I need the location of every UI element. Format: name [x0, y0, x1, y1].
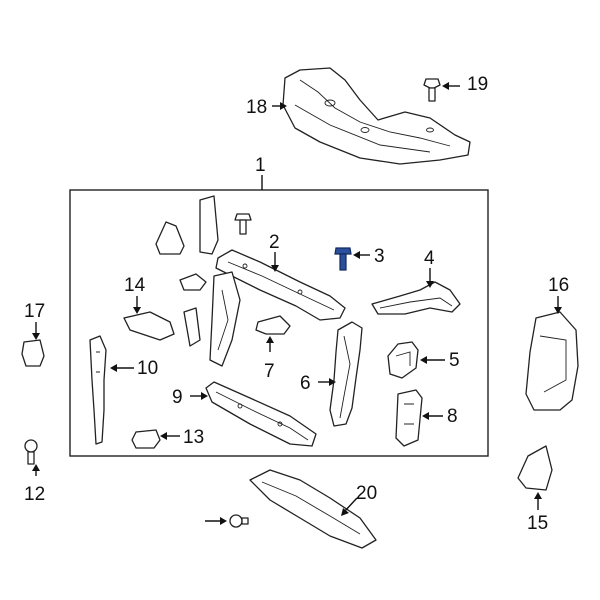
part-18-bolt[interactable] [423, 78, 441, 102]
callout-label-6[interactable]: 6 [300, 373, 311, 394]
callout-label-4[interactable]: 4 [424, 248, 435, 269]
part-upper-brackets-left[interactable] [155, 195, 241, 367]
part-bolt-top[interactable] [234, 213, 252, 235]
callout-label-3[interactable]: 3 [374, 246, 385, 267]
callout-label-19[interactable]: 20 [356, 483, 377, 504]
callout-label-12[interactable]: 13 [183, 427, 204, 448]
callout-label-18[interactable]: 19 [467, 74, 488, 95]
callout-label-15[interactable]: 16 [548, 275, 569, 296]
callout-label-11[interactable]: 12 [24, 484, 45, 505]
part-4-bracket[interactable] [371, 281, 461, 315]
part-5-bracket[interactable] [387, 341, 419, 379]
part-10-side-member[interactable] [89, 335, 107, 445]
callout-label-5[interactable]: 5 [449, 350, 460, 371]
part-11-bolt[interactable] [24, 439, 38, 465]
callout-label-9[interactable]: 9 [172, 387, 183, 408]
callout-label-8[interactable]: 8 [447, 406, 458, 427]
callout-label-1[interactable]: 1 [255, 155, 266, 176]
part-7-bracket[interactable] [255, 315, 291, 335]
part-14-bracket[interactable] [517, 445, 553, 491]
part-9-lower-tie-bar[interactable] [205, 381, 317, 447]
part-17-upper-cover[interactable] [282, 67, 471, 165]
part-15-air-guide[interactable] [525, 311, 579, 411]
part-13-bracket[interactable] [123, 311, 175, 341]
assembly-frame [69, 189, 489, 457]
callout-label-14[interactable]: 15 [527, 513, 548, 534]
callout-label-7[interactable]: 7 [264, 361, 275, 382]
part-8-bracket[interactable] [395, 389, 423, 447]
part-12-bracket[interactable] [131, 429, 161, 449]
part-16-clip[interactable] [21, 339, 45, 367]
part-3-bolt-highlighted[interactable] [334, 247, 352, 271]
callout-label-10[interactable]: 10 [137, 358, 158, 379]
callout-label-17[interactable]: 18 [246, 97, 267, 118]
callout-label-2[interactable]: 2 [269, 232, 280, 253]
part-19-lower-cover[interactable] [249, 469, 377, 549]
callout-label-16[interactable]: 17 [24, 301, 45, 322]
part-20-bolt[interactable] [229, 514, 249, 528]
callout-label-13[interactable]: 14 [124, 275, 146, 296]
part-6-side-support[interactable] [329, 321, 363, 427]
